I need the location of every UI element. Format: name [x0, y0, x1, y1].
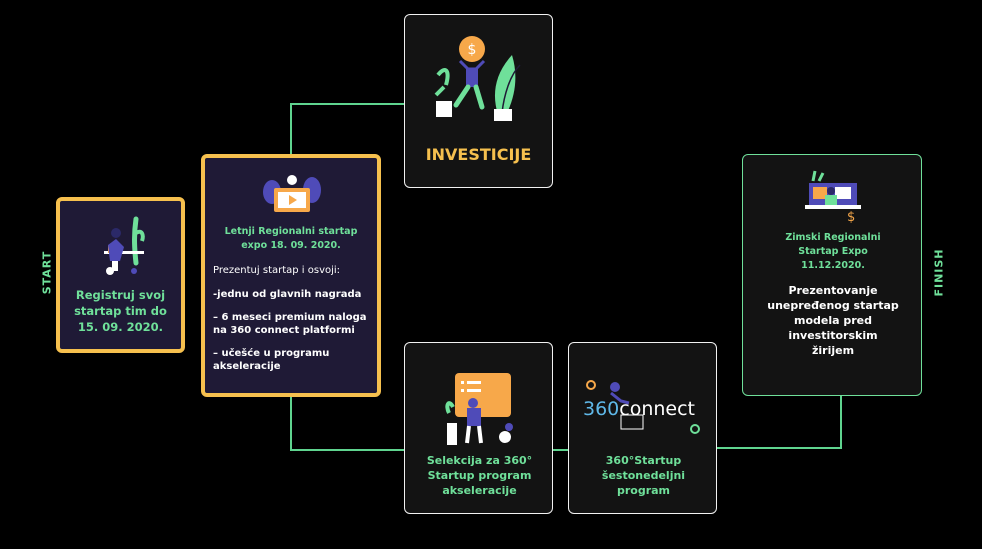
winter-expo-text: Prezentovanje unepređenog startap modela…: [767, 284, 899, 357]
connect-logo: 360connect: [581, 377, 707, 435]
connector-top-horizontal: [290, 103, 406, 105]
svg-text:$: $: [847, 210, 855, 223]
connect-logo-word: connect: [619, 398, 696, 420]
register-box: Registruj svoj startap tim do 15. 09. 20…: [56, 197, 185, 353]
winter-expo-box: $ Zimski Regionalni Startap Expo 11.12.2…: [742, 154, 922, 396]
summer-expo-title: Letnji Regionalni startap expo 18. 09. 2…: [224, 226, 358, 251]
connector-bottom-vertical: [290, 397, 292, 451]
desk-person-illustration: [98, 215, 150, 277]
investicije-text: INVESTICIJE: [425, 145, 532, 164]
connect-text: 360°Startup šestonedeljni program: [601, 454, 686, 497]
selekcija-text: Selekcija za 360° Startup program aksele…: [426, 454, 533, 497]
connect-logo-number: 360: [583, 398, 620, 420]
winter-expo-title: Zimski Regionalni Startap Expo 11.12.202…: [785, 232, 881, 271]
summer-expo-intro: Prezentuj startap i osvoji:: [213, 265, 341, 276]
connector-middle-horizontal: [552, 449, 570, 451]
summer-expo-prizes: -jednu od glavnih nagrada – 6 meseci pre…: [213, 288, 373, 373]
connector-right-horizontal: [716, 447, 842, 449]
connect-box: 360connect 360°Startup šestonedeljni pro…: [568, 342, 717, 514]
prize-item: – učešće u programu akseleracije: [213, 348, 330, 372]
connector-bottom-horizontal: [290, 449, 406, 451]
video-presentation-illustration: [262, 172, 322, 216]
connector-top-vertical: [290, 103, 292, 156]
presentation-board-illustration: [443, 371, 519, 447]
coin-lift-illustration: $: [432, 35, 528, 123]
investicije-box: $ INVESTICIJE: [404, 14, 553, 188]
connector-right-vertical: [840, 394, 842, 449]
finish-label: FINISH: [932, 248, 946, 297]
prize-item: -jednu od glavnih nagrada: [213, 289, 362, 300]
prize-item: – 6 meseci premium naloga na 360 connect…: [213, 312, 367, 336]
start-label: START: [40, 250, 54, 295]
selekcija-box: Selekcija za 360° Startup program aksele…: [404, 342, 553, 514]
register-text: Registruj svoj startap tim do 15. 09. 20…: [74, 288, 167, 334]
svg-text:$: $: [468, 42, 477, 58]
investor-jury-illustration: $: [805, 169, 861, 223]
summer-expo-box: Letnji Regionalni startap expo 18. 09. 2…: [201, 154, 381, 397]
